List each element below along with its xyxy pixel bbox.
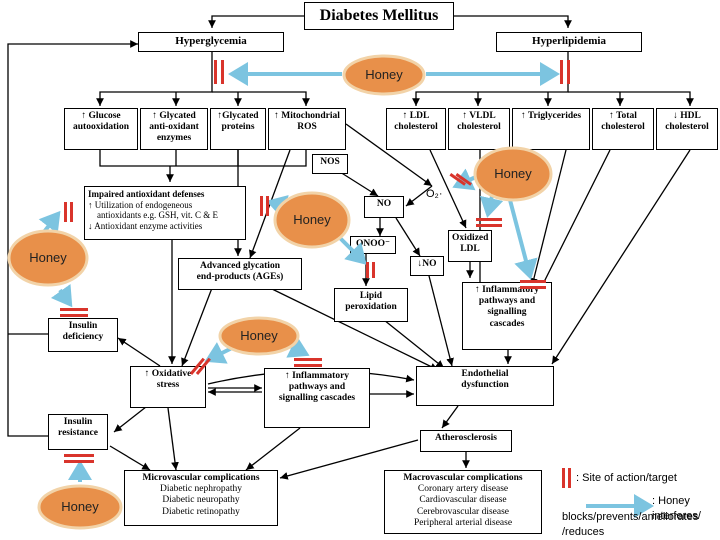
no-decrease-box: ↓NO bbox=[410, 256, 444, 276]
up-arrow-icon: ↑ bbox=[284, 371, 290, 381]
honey-oval-left: Honey bbox=[6, 228, 90, 288]
up-arrow-icon: ↑ bbox=[520, 111, 526, 121]
up-arrow-icon: ↑ bbox=[217, 111, 223, 121]
honey-oval-ros: Honey bbox=[272, 190, 352, 250]
triglycerides-box: ↑ Triglycerides bbox=[512, 108, 590, 150]
site-marker bbox=[560, 60, 563, 84]
down-arrow-icon: ↓ bbox=[673, 111, 678, 121]
legend-site: : Site of action/target bbox=[576, 472, 677, 484]
site-marker bbox=[260, 196, 263, 216]
title-box: Diabetes Mellitus bbox=[304, 2, 454, 30]
down-arrow-icon: ↓ bbox=[417, 259, 423, 269]
impaired-title: Impaired antioxidant defenses bbox=[88, 189, 205, 199]
site-marker bbox=[214, 60, 217, 84]
up-arrow-icon: ↑ bbox=[462, 111, 468, 121]
superoxide-label: O₂· bbox=[426, 188, 443, 200]
honey-oval-bottom: Honey bbox=[36, 484, 124, 530]
site-marker bbox=[476, 218, 502, 221]
site-marker bbox=[520, 286, 546, 289]
site-marker bbox=[294, 364, 322, 367]
site-marker bbox=[64, 454, 94, 457]
impaired-antioxidant-box: Impaired antioxidant defenses ↑ Utilizat… bbox=[84, 186, 246, 240]
site-marker bbox=[189, 357, 205, 375]
site-marker bbox=[64, 202, 67, 222]
down-arrow-icon: ↑ bbox=[152, 111, 157, 121]
site-marker bbox=[60, 314, 88, 317]
macrovascular-box: Macrovascular complications Coronary art… bbox=[384, 470, 542, 534]
up-arrow-icon: ↑ bbox=[144, 369, 150, 379]
legend-interferes-colon: : Honey interferes/ bbox=[652, 495, 701, 522]
legend-interferes-rest: blocks/prevents/ameliorates /reduces bbox=[562, 511, 699, 538]
site-marker bbox=[64, 460, 94, 463]
honey-oval-top: Honey bbox=[342, 54, 426, 96]
no-box: NO bbox=[364, 196, 404, 218]
site-marker bbox=[60, 308, 88, 311]
site-marker bbox=[372, 262, 375, 278]
honey-oval-mid: Honey bbox=[218, 316, 300, 356]
site-marker bbox=[567, 60, 570, 84]
up-arrow-icon: ↑ bbox=[88, 199, 93, 210]
hyperlipidemia-box: Hyperlipidemia bbox=[496, 32, 642, 52]
legend-site-marker bbox=[568, 468, 571, 488]
site-marker bbox=[294, 358, 322, 361]
site-marker bbox=[266, 196, 269, 216]
hyperglycemia-box: Hyperglycemia bbox=[138, 32, 284, 52]
nos-box: NOS bbox=[312, 154, 348, 174]
site-marker bbox=[520, 280, 546, 283]
site-marker bbox=[195, 357, 211, 375]
microvascular-box: Microvascular complications Diabetic nep… bbox=[124, 470, 278, 526]
site-marker bbox=[70, 202, 73, 222]
up-arrow-icon: ↑ bbox=[274, 111, 279, 121]
up-arrow-icon: ↑ bbox=[402, 111, 408, 121]
atherosclerosis-box: Atherosclerosis bbox=[420, 430, 512, 452]
site-marker bbox=[221, 60, 224, 84]
legend-site-marker bbox=[562, 468, 565, 488]
site-marker bbox=[455, 173, 472, 186]
up-arrow-icon: ↑ bbox=[609, 111, 614, 121]
site-marker bbox=[366, 262, 369, 278]
up-arrow-icon: ↑ bbox=[474, 285, 480, 295]
site-marker bbox=[476, 224, 502, 227]
up-arrow-icon: ↑ bbox=[81, 111, 87, 121]
honey-oval-lipid: Honey bbox=[472, 146, 554, 202]
site-marker bbox=[449, 173, 466, 186]
down-arrow-icon: ↓ bbox=[88, 220, 93, 231]
